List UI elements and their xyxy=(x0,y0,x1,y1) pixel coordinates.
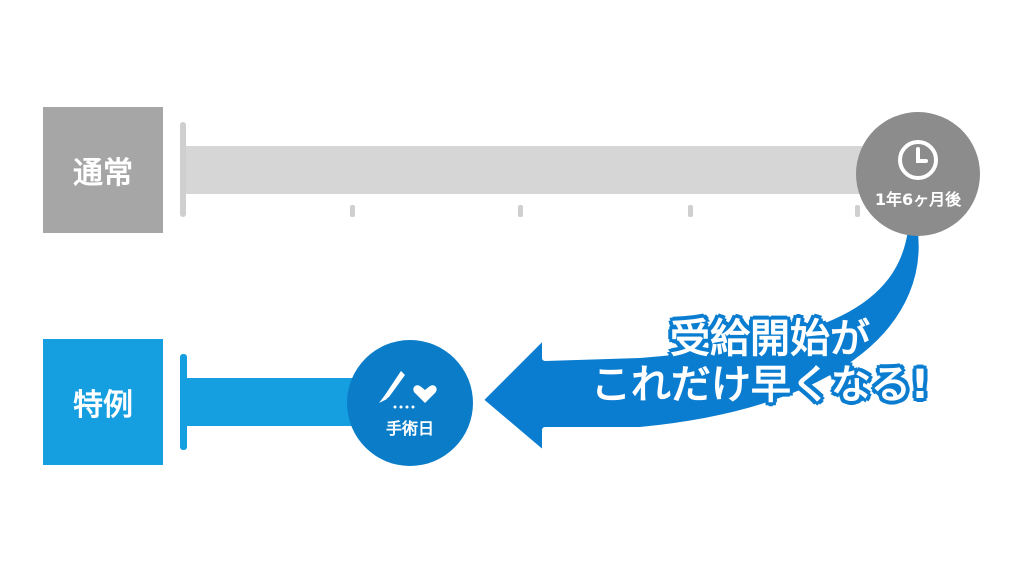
normal-end-circle: 1年6ヶ月後 xyxy=(856,112,980,236)
normal-start-cap xyxy=(180,122,186,217)
callout-line1: 受給開始が xyxy=(670,316,870,362)
tick xyxy=(518,205,523,217)
scalpel-heart-icon xyxy=(379,371,437,409)
callout-headline: 受給開始が これだけ早くなる! xyxy=(560,316,960,408)
normal-duration-bar xyxy=(186,146,876,194)
normal-end-label: 1年6ヶ月後 xyxy=(874,190,962,209)
special-label: 特例 xyxy=(73,388,133,423)
callout-line2: これだけ早くなる! xyxy=(590,362,930,408)
special-label-box: 特例 xyxy=(43,339,163,465)
tick xyxy=(688,205,693,217)
special-end-circle: 手術日 xyxy=(347,340,473,466)
special-end-label: 手術日 xyxy=(385,419,434,438)
normal-label: 通常 xyxy=(73,156,133,191)
normal-label-box: 通常 xyxy=(43,107,163,233)
tick xyxy=(350,205,355,217)
tick xyxy=(855,205,860,217)
special-start-cap xyxy=(180,354,187,450)
clock-icon xyxy=(898,140,938,180)
special-duration-bar xyxy=(186,378,366,426)
